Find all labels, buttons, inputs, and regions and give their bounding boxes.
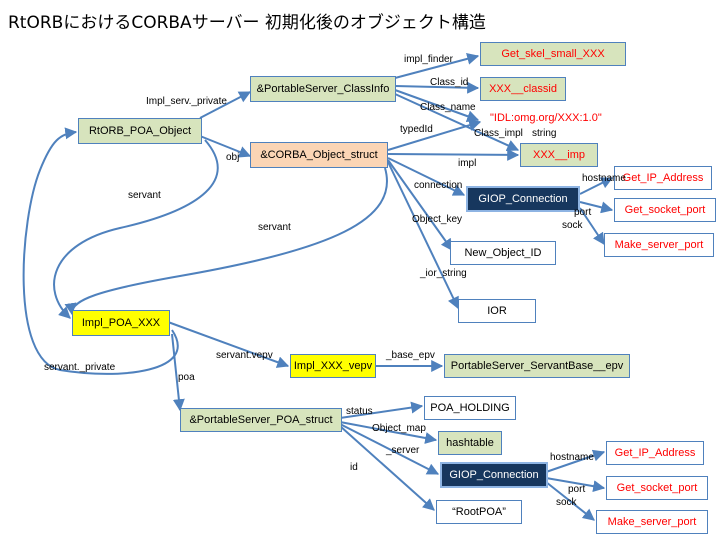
edge-object-map — [339, 421, 438, 444]
edge-hostname-1 — [579, 177, 614, 195]
edge-servant-curve-right — [64, 167, 388, 316]
label-string: string — [532, 128, 557, 139]
label-status: status — [346, 406, 373, 417]
edge-servant-curve-left — [53, 139, 219, 319]
label-servant-1: servant — [128, 190, 161, 201]
node-idl-string: "IDL:omg.org/XXX:1.0" — [490, 112, 602, 124]
label-port-1: port — [574, 207, 592, 218]
label-class-id: Class_id — [430, 77, 469, 88]
node-xxx-classid: XXX__classid — [480, 77, 566, 101]
node-get-ip-address-1: Get_IP_Address — [614, 166, 712, 190]
edge-port-2 — [545, 477, 606, 493]
label-impl-serv-private: Impl_serv._private — [146, 96, 227, 107]
node-giop-connection-1: GIOP_Connection — [466, 186, 580, 212]
label-object-key: Object_key — [412, 214, 463, 225]
node-hashtable: hashtable — [438, 431, 502, 455]
edge-server — [339, 423, 440, 475]
label-servant-vepv: servant.vepv — [216, 350, 273, 361]
edge-servant-private-curve — [22, 127, 179, 375]
edge-hostname-2 — [545, 449, 606, 473]
edge-object-key — [387, 159, 453, 251]
edge-impl-finder — [394, 52, 480, 79]
label-ior-string: _ior_string — [420, 268, 467, 279]
node-impl-xxx-vepv: Impl_XXX_vepv — [290, 354, 376, 378]
label-typedid: typedId — [400, 124, 433, 135]
node-get-socket-port-1: Get_socket_port — [614, 198, 716, 222]
node-rtorb-poa-object: RtORB_POA_Object — [78, 118, 202, 144]
label-impl: impl — [458, 158, 477, 169]
label-base-epv: _base_epv — [386, 350, 435, 361]
edge-connection — [387, 157, 466, 196]
label-hostname-1: hostname — [582, 173, 626, 184]
label-servant-private: servant._private — [44, 362, 116, 373]
node-impl-poa-xxx: Impl_POA_XXX — [72, 310, 170, 336]
node-giop-connection-2: GIOP_Connection — [440, 462, 548, 488]
node-make-server-port-2: Make_server_port — [596, 510, 708, 534]
label-hostname-2: hostname — [550, 452, 594, 463]
edge-typedid — [387, 119, 482, 151]
node-rootpoa: “RootPOA” — [436, 500, 522, 524]
label-server: _server — [386, 445, 420, 456]
edge-id — [339, 425, 435, 511]
edge-sock-2 — [545, 481, 595, 521]
edge-servant-vepv — [167, 321, 290, 368]
node-new-object-id: New_Object_ID — [450, 241, 556, 265]
edge-class-impl — [394, 93, 520, 151]
node-make-server-port-1: Make_server_port — [604, 233, 714, 257]
node-poa-struct: &PortableServer_POA_struct — [180, 408, 342, 432]
label-obj: obj — [226, 152, 240, 163]
label-sock-2: sock — [556, 497, 577, 508]
label-object-map: Object_map — [372, 423, 426, 434]
label-class-name: Class_name — [420, 102, 476, 113]
node-ior: IOR — [458, 299, 536, 323]
edge-impl — [387, 148, 520, 161]
edge-class-name — [394, 89, 480, 122]
node-servantbase-epv: PortableServer_ServantBase__epv — [444, 354, 630, 378]
label-class-impl: Class_impl — [474, 128, 523, 139]
label-id: id — [350, 462, 358, 473]
node-xxx-imp: XXX__imp — [520, 143, 598, 167]
edge-status — [339, 401, 424, 419]
label-connection: connection — [414, 180, 463, 191]
edge-sock-1 — [579, 207, 605, 245]
edge-poa — [171, 333, 185, 412]
label-servant-2: servant — [258, 222, 291, 233]
node-get-socket-port-2: Get_socket_port — [606, 476, 708, 500]
label-impl-finder: impl_finder — [404, 54, 453, 65]
node-get-ip-address-2: Get_IP_Address — [606, 441, 704, 465]
node-corba-object-struct: &CORBA_Object_struct — [250, 142, 388, 168]
edge-port-1 — [579, 201, 614, 214]
diagram-title: RtORBにおけるCORBAサーバー 初期化後のオブジェクト構造 — [8, 13, 486, 33]
node-get-skel-small: Get_skel_small_XXX — [480, 42, 626, 66]
edge-class-id — [394, 81, 480, 94]
edge-ior-string — [387, 161, 459, 310]
node-classinfo: &PortableServer_ClassInfo — [250, 76, 396, 102]
label-sock-1: sock — [562, 220, 583, 231]
edge-impl-serv-private — [199, 91, 252, 119]
node-poa-holding: POA_HOLDING — [424, 396, 516, 420]
edge-obj — [199, 135, 252, 158]
label-port-2: port — [568, 484, 586, 495]
label-poa: poa — [178, 372, 195, 383]
